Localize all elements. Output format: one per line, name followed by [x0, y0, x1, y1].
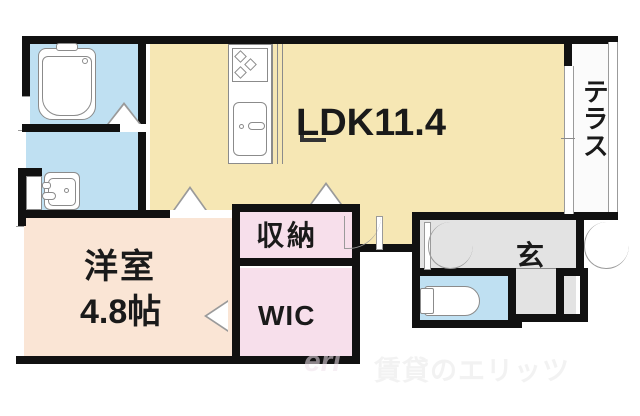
label-ldk: LDK11.4 [296, 102, 446, 144]
wash-basin-knob [64, 188, 69, 193]
wall-top [22, 36, 572, 44]
label-terrace: テラス [579, 78, 610, 159]
sliding-door-wic [204, 300, 228, 332]
toilet-tank-icon [420, 288, 434, 314]
wall-ldk-left-lower [138, 182, 146, 210]
wall-toilet-bottom [412, 320, 522, 328]
terrace-sash-tick [561, 138, 575, 140]
wall-hall-left [412, 212, 420, 276]
room-wic [240, 268, 356, 360]
sliding-door-washroom [173, 186, 207, 210]
room-ldk [150, 42, 568, 218]
watermark: eri 賃貸のエリッツ [300, 343, 600, 389]
bath-faucet-icon [56, 43, 78, 51]
counter-edge-3 [282, 44, 284, 164]
wall-closet-mid [232, 258, 360, 266]
wall-closet-right [352, 204, 360, 362]
sink-drain-icon [239, 124, 244, 129]
window-ldk-terrace [564, 66, 574, 214]
label-western-room: 洋室 [84, 248, 156, 286]
wall-toilet-top [412, 268, 516, 276]
door-gap-bath [120, 124, 146, 132]
shoe-cabinet-line [516, 268, 556, 270]
wall-entry-door-wall [576, 212, 584, 270]
wall-top-terrace [568, 36, 618, 44]
sliding-door-bath [107, 102, 141, 124]
wall-hall-top [412, 212, 580, 220]
label-entrance: 玄 [516, 240, 545, 271]
vanity-cabinet [26, 176, 42, 210]
room-storage [240, 212, 356, 262]
wall-bottom-western [16, 356, 238, 364]
counter-edge-2 [277, 44, 279, 164]
wall-terrace-bottom [568, 212, 618, 220]
window-left-western [16, 226, 24, 362]
wall-bath-ldk [138, 36, 146, 182]
wall-genkan-shoe-left [556, 268, 564, 322]
wall-left-upper [22, 36, 30, 96]
door-gap-washroom [170, 210, 232, 218]
ldk-corner-mark-h [300, 138, 326, 142]
wall-bottom-wic [232, 356, 360, 364]
door-swing-toilet [428, 222, 473, 269]
counter-edge-1 [272, 44, 274, 164]
wash-basin-tap2 [42, 192, 56, 200]
label-storage: 収納 [256, 220, 319, 251]
sink-tap-icon [248, 122, 265, 130]
bath-drain-icon [82, 58, 88, 64]
label-western-room-size: 4.8帖 [80, 293, 162, 331]
wall-toilet-right [508, 268, 516, 328]
ldk-corner-mark-v [300, 110, 304, 142]
wall-vanity-top [18, 168, 42, 176]
wall-genkan-shoe-top [556, 268, 588, 276]
door-swing-entrance [584, 222, 629, 269]
wall-bath-washroom [22, 124, 120, 132]
wall-ldk-bottom-right [356, 244, 416, 252]
wall-toilet-left [412, 276, 420, 328]
watermark-text: 賃貸のエリッツ [374, 356, 570, 387]
watermark-logo-icon: eri [304, 345, 341, 378]
wall-genkan-right [580, 268, 588, 322]
wall-washroom-bottom [18, 210, 170, 218]
wash-basin-tap [42, 182, 51, 189]
label-wic: WIC [258, 300, 316, 331]
wall-closet-top [232, 204, 360, 212]
wall-genkan-bottom [508, 314, 588, 322]
wall-closet-left [232, 204, 240, 362]
window-terrace-right [608, 42, 618, 218]
wall-terrace-left [564, 36, 572, 66]
room-western [22, 218, 234, 360]
sliding-door-storage [310, 182, 342, 204]
bathtub-inner [42, 56, 92, 116]
wall-vanity-left [18, 168, 26, 218]
